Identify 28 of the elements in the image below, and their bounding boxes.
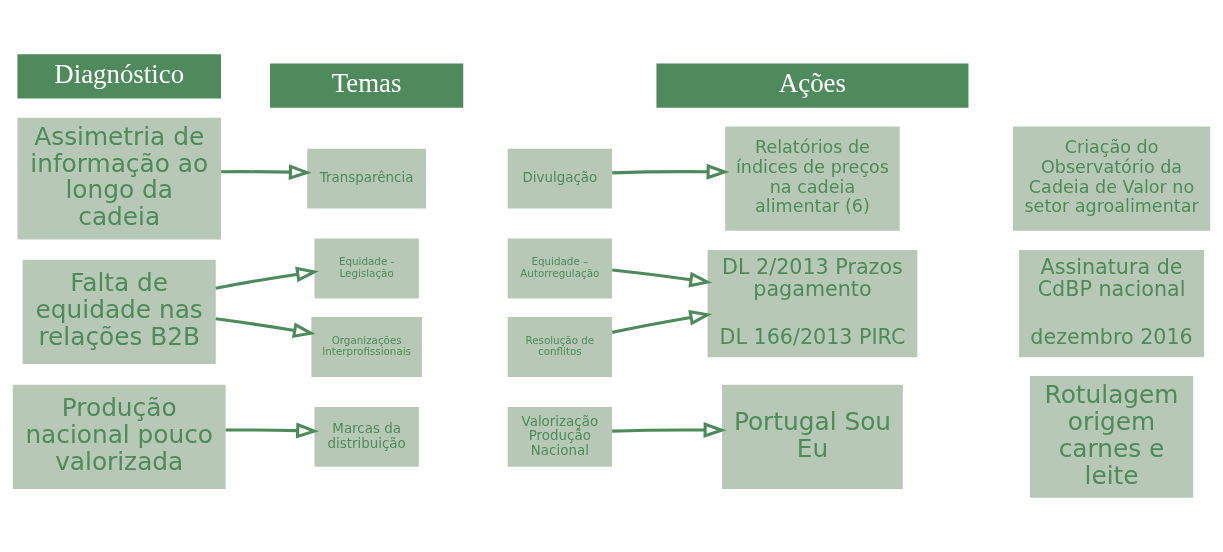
node-box: Temas (270, 63, 464, 108)
arrow (225, 422, 319, 439)
node-box: Assinatura de CdBP nacional dezembro 2016 (1019, 249, 1204, 358)
arrow (612, 422, 727, 438)
node-box: Equidade - Legislação (314, 238, 419, 299)
node-box: Equidade – Autorregulação (507, 238, 612, 299)
arrow (215, 317, 316, 339)
node-box: Produção nacional pouco valorizada (12, 384, 226, 490)
arrow (611, 309, 713, 334)
arrow (221, 164, 312, 181)
arrow (215, 266, 319, 290)
node-box: Falta de equidade nas relações B2B (22, 259, 216, 365)
node-box: Relatórios de índices de preços na cadeia alimentar (6) (725, 126, 900, 231)
node-box: Criação do Observatório da Cadeia de Valor no setor agroalimentar (1012, 126, 1211, 231)
node-box: Marcas da distribuição (314, 406, 419, 467)
node-box: Portugal Sou Eu (722, 384, 903, 490)
node-box: Rotulagem origem carnes e leite (1029, 375, 1194, 498)
node-box: Organizações Interprofissionais (311, 317, 422, 377)
node-box: Valorização Produção Nacional (507, 406, 612, 467)
node-box: Ações (656, 63, 969, 108)
arrow (612, 163, 730, 180)
arrow (612, 268, 713, 288)
node-box: DL 2/2013 Prazos pagamento DL 166/2013 PIRC (707, 249, 918, 358)
node-box: Resolução de conflitos (507, 317, 612, 377)
node-box: Diagnóstico (17, 54, 221, 99)
node-box: Divulgação (507, 148, 612, 209)
node-box: Transparência (307, 148, 427, 209)
node-box: Assimetria de informação ao longo da cadeia (17, 117, 221, 240)
